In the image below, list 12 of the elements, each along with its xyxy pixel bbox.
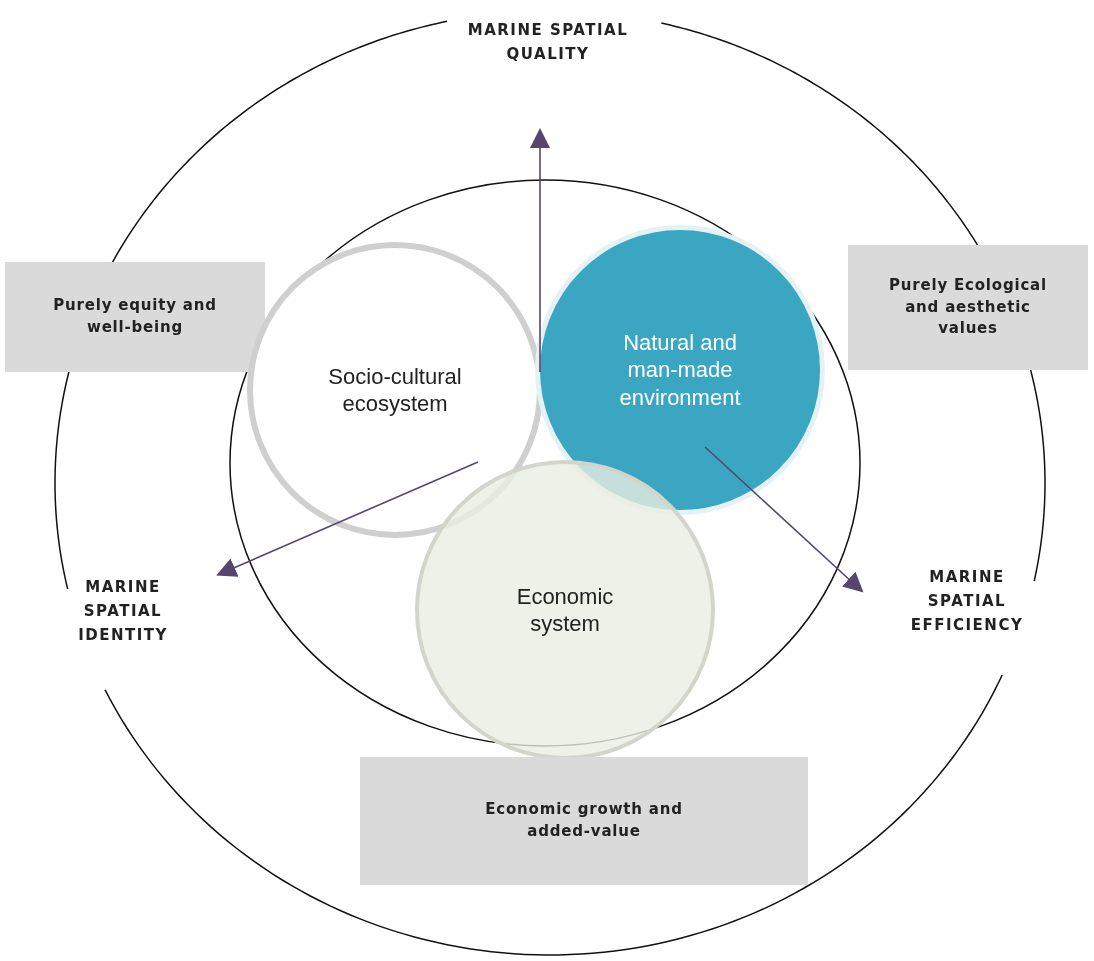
dimension-label: MARINE SPATIAL QUALITY [466, 20, 630, 65]
value-label: Economic growth and added-value [484, 799, 684, 842]
value-label: Purely equity and well-being [52, 295, 218, 338]
dimension-label: MARINE SPATIAL IDENTITY [77, 577, 169, 646]
arrow [530, 128, 550, 373]
arrow [216, 461, 479, 577]
value-label: Purely Ecological and aesthetic values [888, 274, 1048, 340]
circle-label: Economic system [515, 582, 615, 638]
circle-label: Socio-cultural ecosystem [327, 362, 463, 418]
arrow [704, 446, 864, 593]
circle-label: Natural and man-made environment [618, 328, 742, 412]
dimension-label: MARINE SPATIAL EFFICIENCY [909, 566, 1025, 636]
